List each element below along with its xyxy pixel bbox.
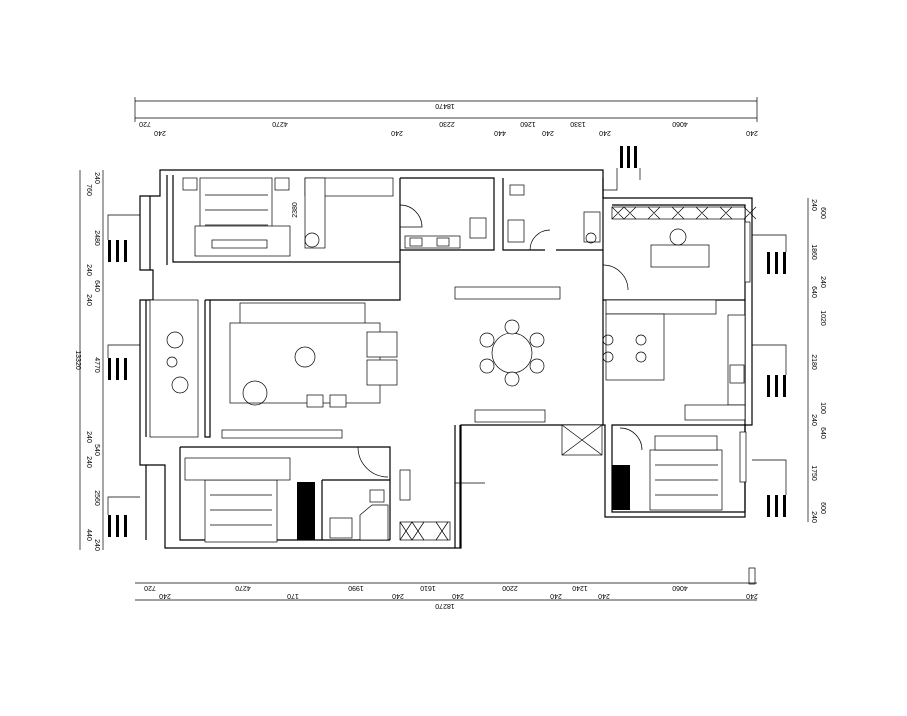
bottom-dimension-label: 240 <box>598 592 610 599</box>
exterior-wall <box>139 169 753 549</box>
right-dimension-label: 2180 <box>810 354 817 370</box>
bottom-dimension-label: 2200 <box>502 584 518 591</box>
left-dimension-label: 640 <box>93 280 100 292</box>
top-dimension-label: 1260 <box>520 120 536 127</box>
left-dimension-label: 240 <box>93 172 100 184</box>
bottom-dimension-label: 240 <box>159 592 171 599</box>
top-dimension-label: 4270 <box>272 120 288 127</box>
right-dimension-label: 600 <box>819 502 826 514</box>
left-total-dimension: 13320 <box>74 350 81 370</box>
left-dimension-label: 2480 <box>93 230 100 246</box>
bed-top-left <box>182 177 291 257</box>
bathroom-top <box>399 184 601 251</box>
top-dimension-label: 4060 <box>672 120 688 127</box>
balcony-left <box>149 299 199 438</box>
left-dimension-label: 440 <box>85 529 92 541</box>
right-dimension-label: 640 <box>819 427 826 439</box>
top-dimension-label: 720 <box>139 120 151 127</box>
left-dimension-label: 540 <box>93 444 100 456</box>
bottom-total-dimension: 18270 <box>435 602 455 609</box>
bottom-dimension-label: 1240 <box>572 584 588 591</box>
right-dimension-label: 240 <box>810 199 817 211</box>
left-dimension-label: 760 <box>85 184 92 196</box>
left-dimension-label: 4770 <box>93 357 100 373</box>
right-dimension-label: 640 <box>810 286 817 298</box>
top-dimension-label: 440 <box>494 129 506 136</box>
top-dimension-label: 1330 <box>570 120 586 127</box>
bed-bottom-left <box>184 446 485 543</box>
study-top-right <box>602 206 757 291</box>
bottom-dimension-label: 720 <box>144 584 156 591</box>
bottom-dimension-lines <box>135 567 757 601</box>
top-dimension-labels: 7202404270240223044012602401330240406024… <box>139 120 758 136</box>
bottom-dimension-label: 240 <box>392 592 404 599</box>
top-dimension-label: 240 <box>746 129 758 136</box>
bottom-dimension-label: 240 <box>452 592 464 599</box>
right-dimension-label: 1750 <box>810 465 817 481</box>
wardrobe-length-label: 2380 <box>292 202 299 218</box>
left-dimension-label: 240 <box>85 431 92 443</box>
right-dimension-labels: 2406001860240640102021801002406401750600… <box>810 199 826 523</box>
bottom-dimension-label: 240 <box>550 592 562 599</box>
left-dimension-label: 2560 <box>93 490 100 506</box>
kitchen <box>602 299 746 421</box>
left-dimension-labels: 2407602480240640240477024054024025604402… <box>85 172 100 551</box>
left-dimension-label: 240 <box>85 294 92 306</box>
bottom-dimension-labels: 7202404270170199024016102402200240124024… <box>144 584 758 599</box>
bottom-dimension-label: 4060 <box>672 584 688 591</box>
right-dimension-label: 100 <box>819 402 826 414</box>
dining-table <box>454 286 561 423</box>
left-dimension-label: 240 <box>93 539 100 551</box>
living-room-sofa <box>221 302 398 439</box>
left-dimension-lines <box>79 170 104 550</box>
right-dimension-label: 1020 <box>819 310 826 326</box>
top-dimension-label: 2230 <box>439 120 455 127</box>
wardrobe-top <box>304 177 394 249</box>
top-dimension-label: 240 <box>599 129 611 136</box>
top-dimension-label: 240 <box>154 129 166 136</box>
top-dimension-label: 240 <box>542 129 554 136</box>
right-dimension-label: 600 <box>819 207 826 219</box>
bottom-dimension-label: 240 <box>746 592 758 599</box>
bottom-dimension-label: 1610 <box>420 584 436 591</box>
windows <box>107 146 787 537</box>
bed-bottom-right <box>561 424 747 511</box>
left-dimension-label: 240 <box>85 264 92 276</box>
left-dimension-label: 240 <box>85 456 92 468</box>
top-dimension-label: 240 <box>391 129 403 136</box>
right-dimension-label: 1860 <box>810 244 817 260</box>
bottom-dimension-label: 4270 <box>235 584 251 591</box>
top-dimension-lines <box>134 97 758 122</box>
bottom-dimension-label: 170 <box>287 592 299 599</box>
right-dimension-label: 240 <box>810 414 817 426</box>
top-total-dimension: 18470 <box>435 102 455 109</box>
right-dimension-label: 240 <box>819 276 826 288</box>
right-dimension-label: 240 <box>810 511 817 523</box>
bottom-dimension-label: 1990 <box>348 584 364 591</box>
